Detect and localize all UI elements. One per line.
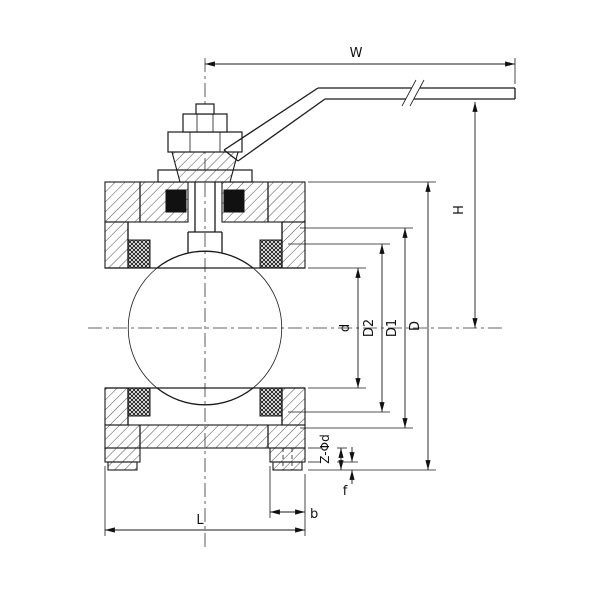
dim-label-d: d xyxy=(338,324,353,332)
raised-face-left xyxy=(107,461,138,471)
dim-label-D: D xyxy=(408,321,423,331)
handle-lever xyxy=(223,79,516,162)
bottom-flange-left-leg xyxy=(104,447,141,463)
break-symbol-line xyxy=(401,79,417,107)
stem-nut-small xyxy=(182,113,228,133)
stem xyxy=(187,182,223,253)
dim-label-f: f xyxy=(343,484,348,499)
dim-label-l: L xyxy=(196,513,204,528)
ball-right-arc xyxy=(252,267,283,389)
dim-label-b: b xyxy=(310,507,318,522)
dim-label-d2: D2 xyxy=(362,319,377,337)
seat-ring-bottom-right xyxy=(259,387,283,417)
bottom-flange-right-leg xyxy=(269,447,306,463)
lever-end-cap xyxy=(223,149,239,162)
ball-left-arc xyxy=(127,267,158,389)
stem-top-cap xyxy=(195,103,215,115)
stem-seal-right xyxy=(223,189,245,213)
body-wall-upper-right xyxy=(281,221,306,269)
seat-ring-top-left xyxy=(127,239,151,269)
seat-ring-bottom-left xyxy=(127,387,151,417)
break-symbol-line xyxy=(409,79,425,107)
lever-diagonal-top xyxy=(223,87,319,151)
raised-face-right xyxy=(272,461,303,471)
body-wall-lower-left xyxy=(104,387,129,426)
ball-top-arc xyxy=(156,250,254,269)
gland-packing xyxy=(171,151,239,183)
valve-body xyxy=(104,181,306,471)
body-wall-upper-left xyxy=(104,221,129,269)
dim-label-h: H xyxy=(452,205,467,215)
ball xyxy=(127,250,283,406)
bottom-body-band xyxy=(104,424,306,449)
dim-label-d1: D1 xyxy=(385,319,400,337)
seat-ring-top-right xyxy=(259,239,283,269)
lever-diagonal-bottom xyxy=(237,98,326,162)
bonnet-assembly xyxy=(157,103,253,183)
centerlines xyxy=(88,58,502,548)
body-wall-lower-right xyxy=(281,387,306,426)
dimensions: W H d D2 D1 D xyxy=(104,46,516,536)
stem-seal-left xyxy=(165,189,187,213)
dim-label-w: W xyxy=(350,46,363,61)
stem-nut-large xyxy=(167,131,243,153)
dim-label-z: Z-Φd xyxy=(318,434,332,463)
ball-bottom-arc xyxy=(156,387,254,406)
